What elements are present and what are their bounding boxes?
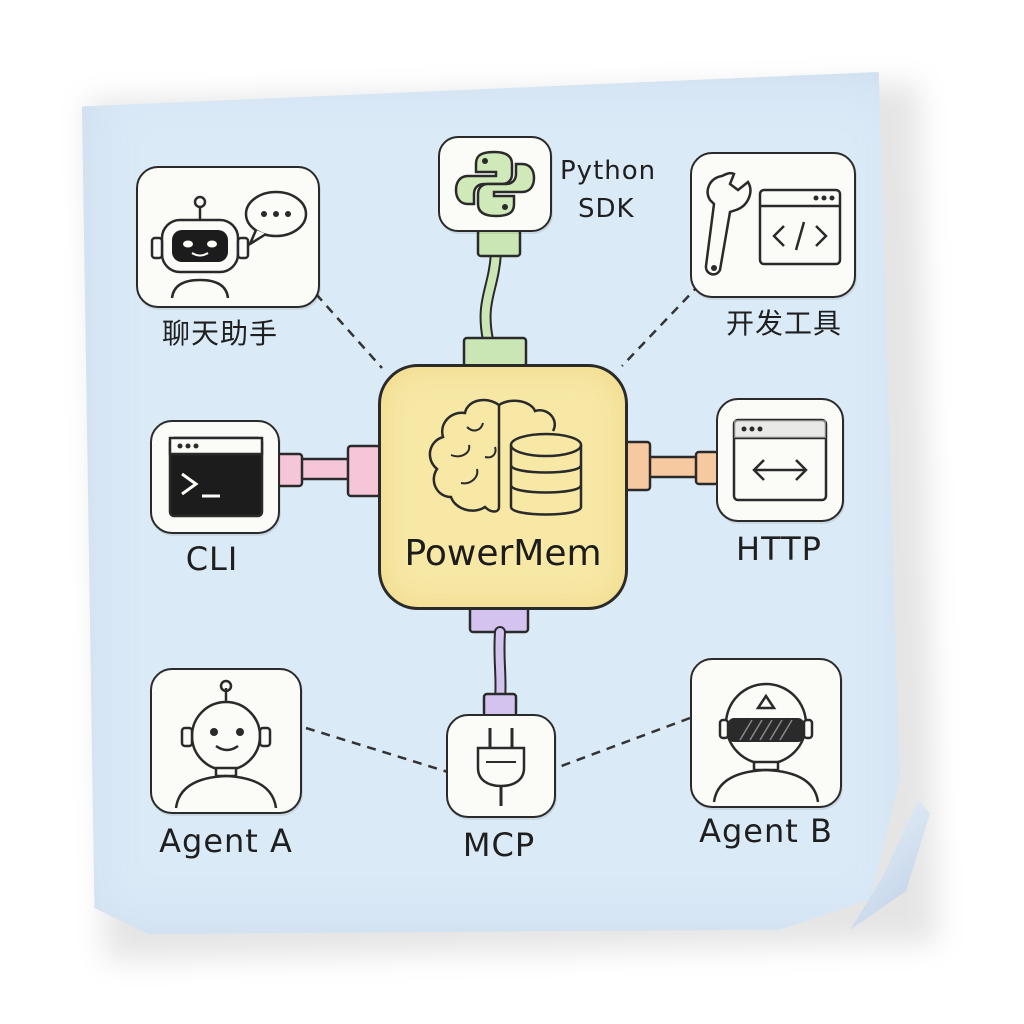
speech-bubble-icon xyxy=(244,190,308,248)
mcp-label: MCP xyxy=(462,826,536,864)
agent-a-label: Agent A xyxy=(159,822,293,860)
database-icon xyxy=(509,432,583,516)
http-cable xyxy=(646,455,700,479)
mcp-tile xyxy=(446,714,556,818)
python-sdk-tile xyxy=(438,136,552,232)
mcp-cable xyxy=(495,628,505,704)
python-sdk-label-line2: SDK xyxy=(578,194,635,224)
cli-connector-right xyxy=(346,444,382,498)
http-arrows-window-icon xyxy=(732,418,828,502)
chat-assistant-label: 聊天助手 xyxy=(161,317,278,350)
powermem-label: PowerMem xyxy=(404,533,602,574)
python-sdk-label-line1: Python xyxy=(560,156,657,186)
dev-tools-tile xyxy=(690,152,856,298)
dashed-connector-agent-b xyxy=(555,716,691,770)
code-window-icon xyxy=(758,188,842,266)
dashed-connector-devtools xyxy=(621,283,701,367)
brain-icon xyxy=(428,398,556,513)
http-connector-right xyxy=(694,450,720,486)
power-plug-icon xyxy=(476,728,526,806)
agent-a-tile xyxy=(150,668,302,814)
cli-tile xyxy=(150,420,280,534)
mcp-connector-bottom xyxy=(482,692,518,718)
python-logo-icon xyxy=(454,150,536,218)
cli-label: CLI xyxy=(185,540,239,578)
python-connector-top xyxy=(476,228,522,258)
visor-agent-icon xyxy=(712,682,820,803)
dashed-connector-agent-a xyxy=(305,726,449,774)
robot-icon xyxy=(150,195,250,299)
cli-cable xyxy=(298,457,354,481)
terminal-icon xyxy=(168,436,264,518)
dev-tools-label: 开发工具 xyxy=(725,307,842,340)
agent-b-tile xyxy=(690,658,842,808)
chat-assistant-tile xyxy=(136,166,320,308)
powermem-core: PowerMem xyxy=(378,364,628,610)
http-label: HTTP xyxy=(736,530,822,568)
dashed-connector-chat xyxy=(315,293,383,369)
robot-agent-icon xyxy=(174,679,278,809)
python-connector-bottom xyxy=(462,336,528,368)
http-tile xyxy=(716,398,844,522)
wrench-icon xyxy=(704,171,752,276)
agent-b-label: Agent B xyxy=(699,812,833,850)
